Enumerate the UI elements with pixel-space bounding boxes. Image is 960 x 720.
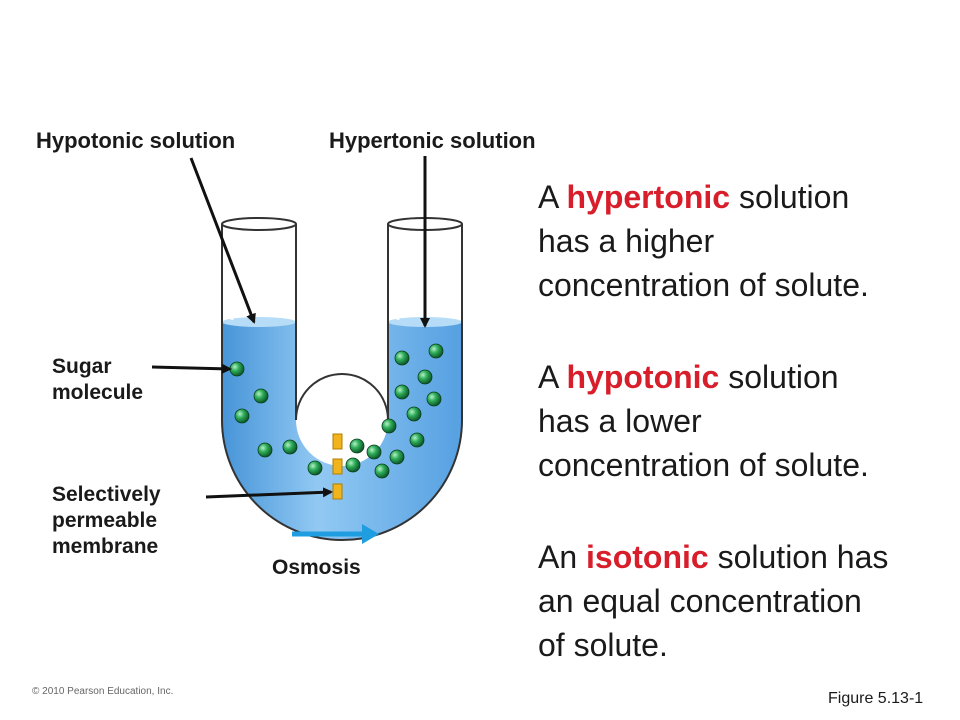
- isotonic-keyword: isotonic: [586, 539, 709, 575]
- sugar-molecule: [345, 457, 361, 473]
- left-opening: [221, 217, 297, 231]
- sugar-molecule: [417, 369, 433, 385]
- hypertonic-definition: A hypertonic solution has a higher conce…: [538, 179, 869, 303]
- sugar-molecule: [282, 439, 298, 455]
- membrane-segment: [332, 433, 343, 450]
- sugar-molecule: [229, 361, 245, 377]
- water-solution: [222, 322, 462, 540]
- u-tube-inner: [295, 224, 389, 421]
- sugar-molecule: [406, 406, 422, 422]
- copyright-notice: © 2010 Pearson Education, Inc.: [32, 686, 174, 697]
- hypotonic-definition: A hypotonic solution has a lower concent…: [538, 359, 869, 483]
- membrane-pointer: [205, 487, 333, 499]
- sugar-molecule: [234, 408, 250, 424]
- hypertonic-keyword: hypertonic: [566, 179, 731, 215]
- hypertonic-label: Hypertonic solution: [329, 128, 536, 153]
- hypotonic-pointer: [189, 157, 256, 324]
- sugar-molecule: [349, 438, 365, 454]
- sugar-molecule: [307, 460, 323, 476]
- hypotonic-label: Hypotonic solution: [36, 128, 236, 153]
- sugar-molecule: [394, 350, 410, 366]
- isotonic-definition: An isotonic solution has an equal concen…: [538, 539, 889, 663]
- sugar-molecule: [374, 463, 390, 479]
- membrane-segment: [332, 458, 343, 475]
- membrane-segment: [332, 483, 343, 500]
- sugar-molecule: [428, 343, 444, 359]
- hypotonic-keyword: hypotonic: [566, 359, 720, 395]
- sugar-molecule: [394, 384, 410, 400]
- sugar-molecule: [389, 449, 405, 465]
- sugar-molecule: [426, 391, 442, 407]
- sugar-molecule: [257, 442, 273, 458]
- sugar-molecule: [409, 432, 425, 448]
- u-tube: [221, 224, 463, 541]
- left-surface: [222, 317, 296, 327]
- sugar-molecule: [366, 444, 382, 460]
- sugar-molecules: [229, 343, 444, 479]
- sugar-molecule: [381, 418, 397, 434]
- sugar-molecule: [253, 388, 269, 404]
- osmosis-arrow-icon: [292, 524, 379, 544]
- figure-number: Figure 5.13-1: [828, 690, 924, 707]
- sugar-molecule-label: Sugar molecule: [52, 355, 144, 404]
- osmosis-label: Osmosis: [272, 556, 361, 579]
- sugar-pointer: [151, 363, 232, 374]
- membrane-label: Selectively permeable membrane: [52, 483, 161, 558]
